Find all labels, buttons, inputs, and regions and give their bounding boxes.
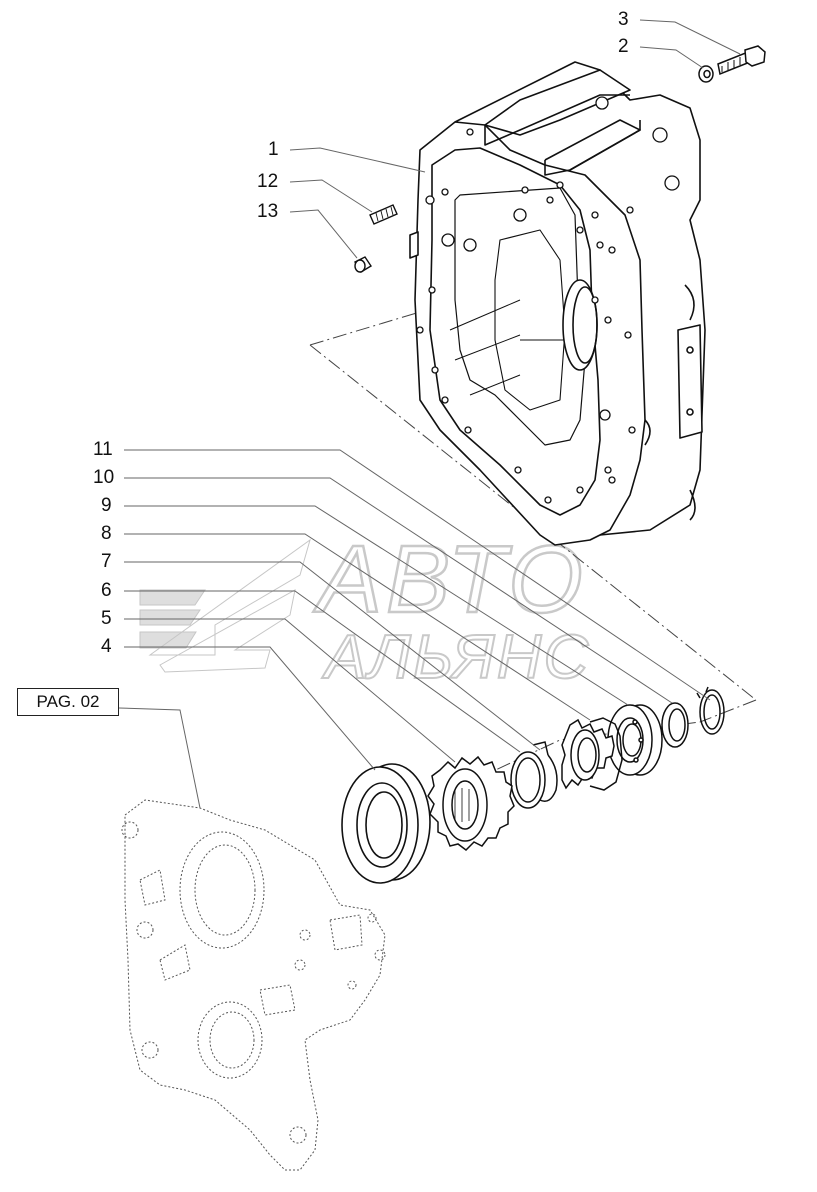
callout-8: 8 <box>101 523 112 544</box>
gear-part-8 <box>561 717 623 791</box>
snap-ring-part-11 <box>696 686 725 735</box>
snap-ring-part-7 <box>532 741 558 802</box>
callout-6: 6 <box>101 580 112 601</box>
bolt-part-3 <box>717 45 766 76</box>
callout-1: 1 <box>268 139 279 160</box>
callout-13: 13 <box>257 201 279 222</box>
callout-11: 11 <box>93 439 113 460</box>
spacer-part-6 <box>510 751 546 809</box>
bearing-part-9 <box>607 704 663 776</box>
watermark-line2: АЛЬЯНС <box>321 623 590 692</box>
washer-part-2 <box>698 65 714 83</box>
pin-part-13 <box>354 256 372 273</box>
gear-part-5 <box>427 755 515 851</box>
page-reference-box: PAG. 02 <box>17 688 119 716</box>
stud-part-12 <box>369 204 398 225</box>
callout-10: 10 <box>93 467 115 488</box>
spacer-ring-part-10 <box>661 702 689 748</box>
callout-5: 5 <box>101 608 112 629</box>
callout-9: 9 <box>101 495 112 516</box>
callout-4: 4 <box>101 636 112 657</box>
callout-2: 2 <box>618 36 629 57</box>
housing-part-1 <box>409 61 706 546</box>
callout-12: 12 <box>257 171 279 192</box>
watermark-text: АВТО АЛЬЯНС <box>312 525 590 693</box>
callout-7: 7 <box>101 551 112 572</box>
page-reference-label: PAG. 02 <box>36 692 100 711</box>
leader-lines <box>118 19 741 809</box>
seal-part-4 <box>341 763 431 884</box>
watermark-logo <box>139 538 311 673</box>
reference-housing-dashed <box>121 799 386 1171</box>
watermark-line1: АВТО <box>313 526 587 633</box>
callout-3: 3 <box>618 9 629 30</box>
